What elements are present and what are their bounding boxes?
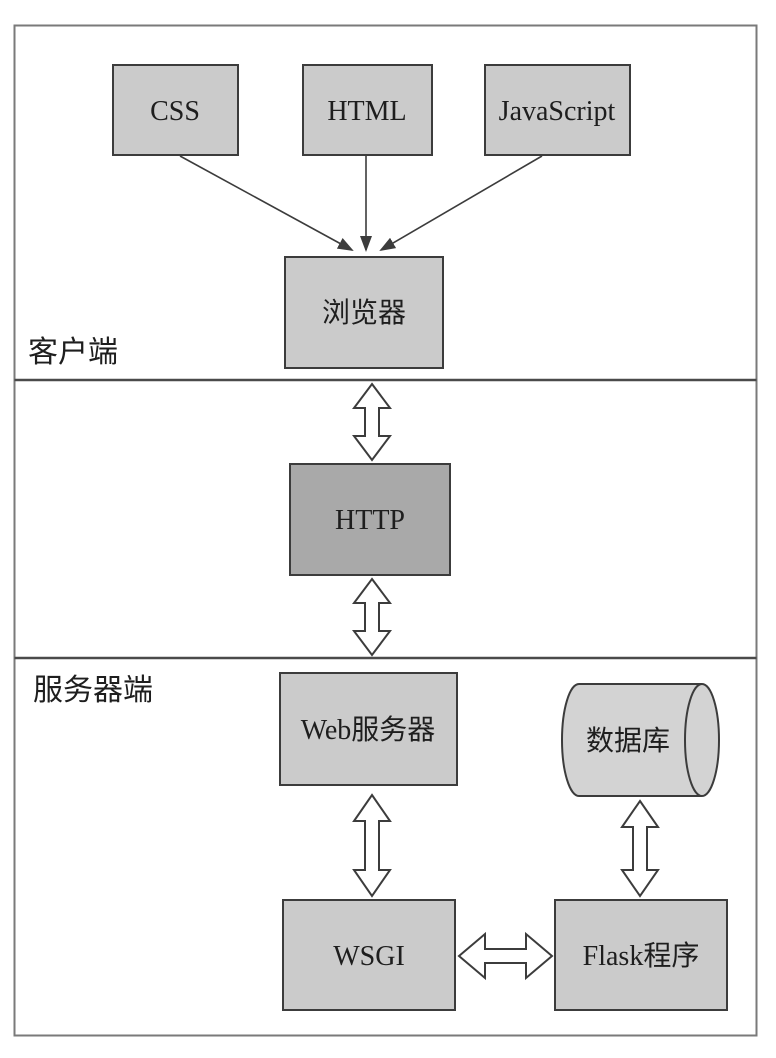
http-box: [289, 463, 451, 576]
node-wsgi: WSGI: [282, 899, 456, 1011]
edge-wsgi-flask-double-arrow: [457, 931, 554, 981]
flask-box: [554, 899, 728, 1011]
edge-javascript-to-browser: [379, 155, 543, 252]
node-flask: Flask程序: [554, 899, 728, 1011]
wsgi-box: [282, 899, 456, 1011]
browser-box: [284, 256, 444, 369]
client-section-label: 客户端: [28, 336, 118, 369]
wsgi-label: WSGI: [333, 941, 405, 972]
css-label: CSS: [150, 96, 200, 127]
database-label: 数据库: [586, 725, 670, 757]
web-server-box: [279, 672, 458, 786]
edge-css-to-browser: [179, 155, 354, 251]
node-web-server: Web服务器: [279, 672, 458, 786]
javascript-box: [484, 64, 631, 156]
browser-label: 浏览器: [322, 297, 406, 329]
edge-http-webserver-double-arrow: [352, 577, 392, 657]
node-browser: 浏览器: [284, 256, 444, 369]
node-database: 数据库: [561, 683, 720, 797]
html-label: HTML: [327, 96, 406, 127]
diagram-outer-frame: [13, 24, 758, 1037]
edge-database-flask-double-arrow: [620, 799, 660, 898]
node-http: HTTP: [289, 463, 451, 576]
flask-label: Flask程序: [583, 940, 700, 972]
css-box: [112, 64, 239, 156]
javascript-label: JavaScript: [499, 96, 616, 127]
database-cylinder-cap: [684, 683, 720, 797]
edge-browser-http-double-arrow: [352, 382, 392, 462]
web-server-label: Web服务器: [301, 714, 436, 746]
http-label: HTTP: [335, 505, 405, 536]
server-section-label: 服务器端: [33, 674, 153, 707]
database-cylinder-body: [561, 683, 702, 797]
edge-webserver-wsgi-double-arrow: [352, 793, 392, 898]
node-javascript: JavaScript: [484, 64, 631, 156]
node-html: HTML: [302, 64, 433, 156]
html-box: [302, 64, 433, 156]
node-css: CSS: [112, 64, 239, 156]
